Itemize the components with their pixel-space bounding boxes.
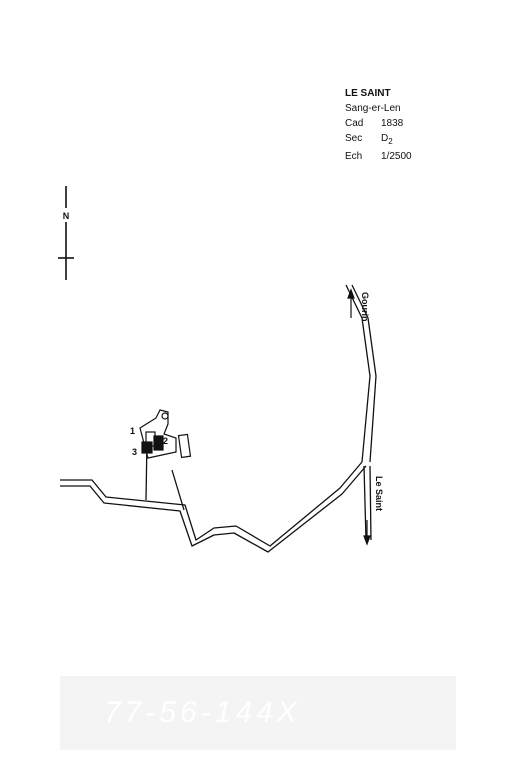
legend-cad-row: Cad 1838: [345, 116, 412, 131]
legend-sec-number: 2: [388, 137, 393, 146]
building-group: [139, 409, 192, 459]
parcel-label-3: 3: [132, 447, 137, 457]
map-legend: LE SAINT Sang-er-Len Cad 1838 Sec D2 Ech 1/…: [345, 86, 412, 164]
legend-cad-label: Cad: [345, 118, 364, 129]
legend-sec-label: Sec: [345, 133, 363, 144]
legend-sec-letter: D: [381, 133, 389, 144]
arrow-to-le-saint: [363, 520, 371, 546]
parcel-label-1: 1: [130, 426, 135, 436]
archive-stamp: 77-56-144X: [60, 676, 456, 750]
road-label-gourin: Gourin: [360, 292, 370, 322]
north-arrow: [58, 186, 74, 280]
parcel-label-2: 2: [163, 436, 168, 446]
legend-place: LE SAINT: [345, 88, 391, 99]
north-label: N: [63, 211, 70, 221]
legend-locality: Sang-er-Len: [345, 103, 401, 114]
legend-ech-value: 1/2500: [381, 151, 412, 162]
arrow-to-gourin: [347, 288, 355, 318]
legend-ech-row: Ech 1/2500: [345, 149, 412, 164]
road-label-le-saint: Le Saint: [374, 476, 384, 511]
legend-cad-value: 1838: [381, 118, 404, 129]
legend-sec-row: Sec D2: [345, 131, 412, 149]
road-network: [60, 284, 377, 553]
legend-ech-label: Ech: [345, 151, 363, 162]
